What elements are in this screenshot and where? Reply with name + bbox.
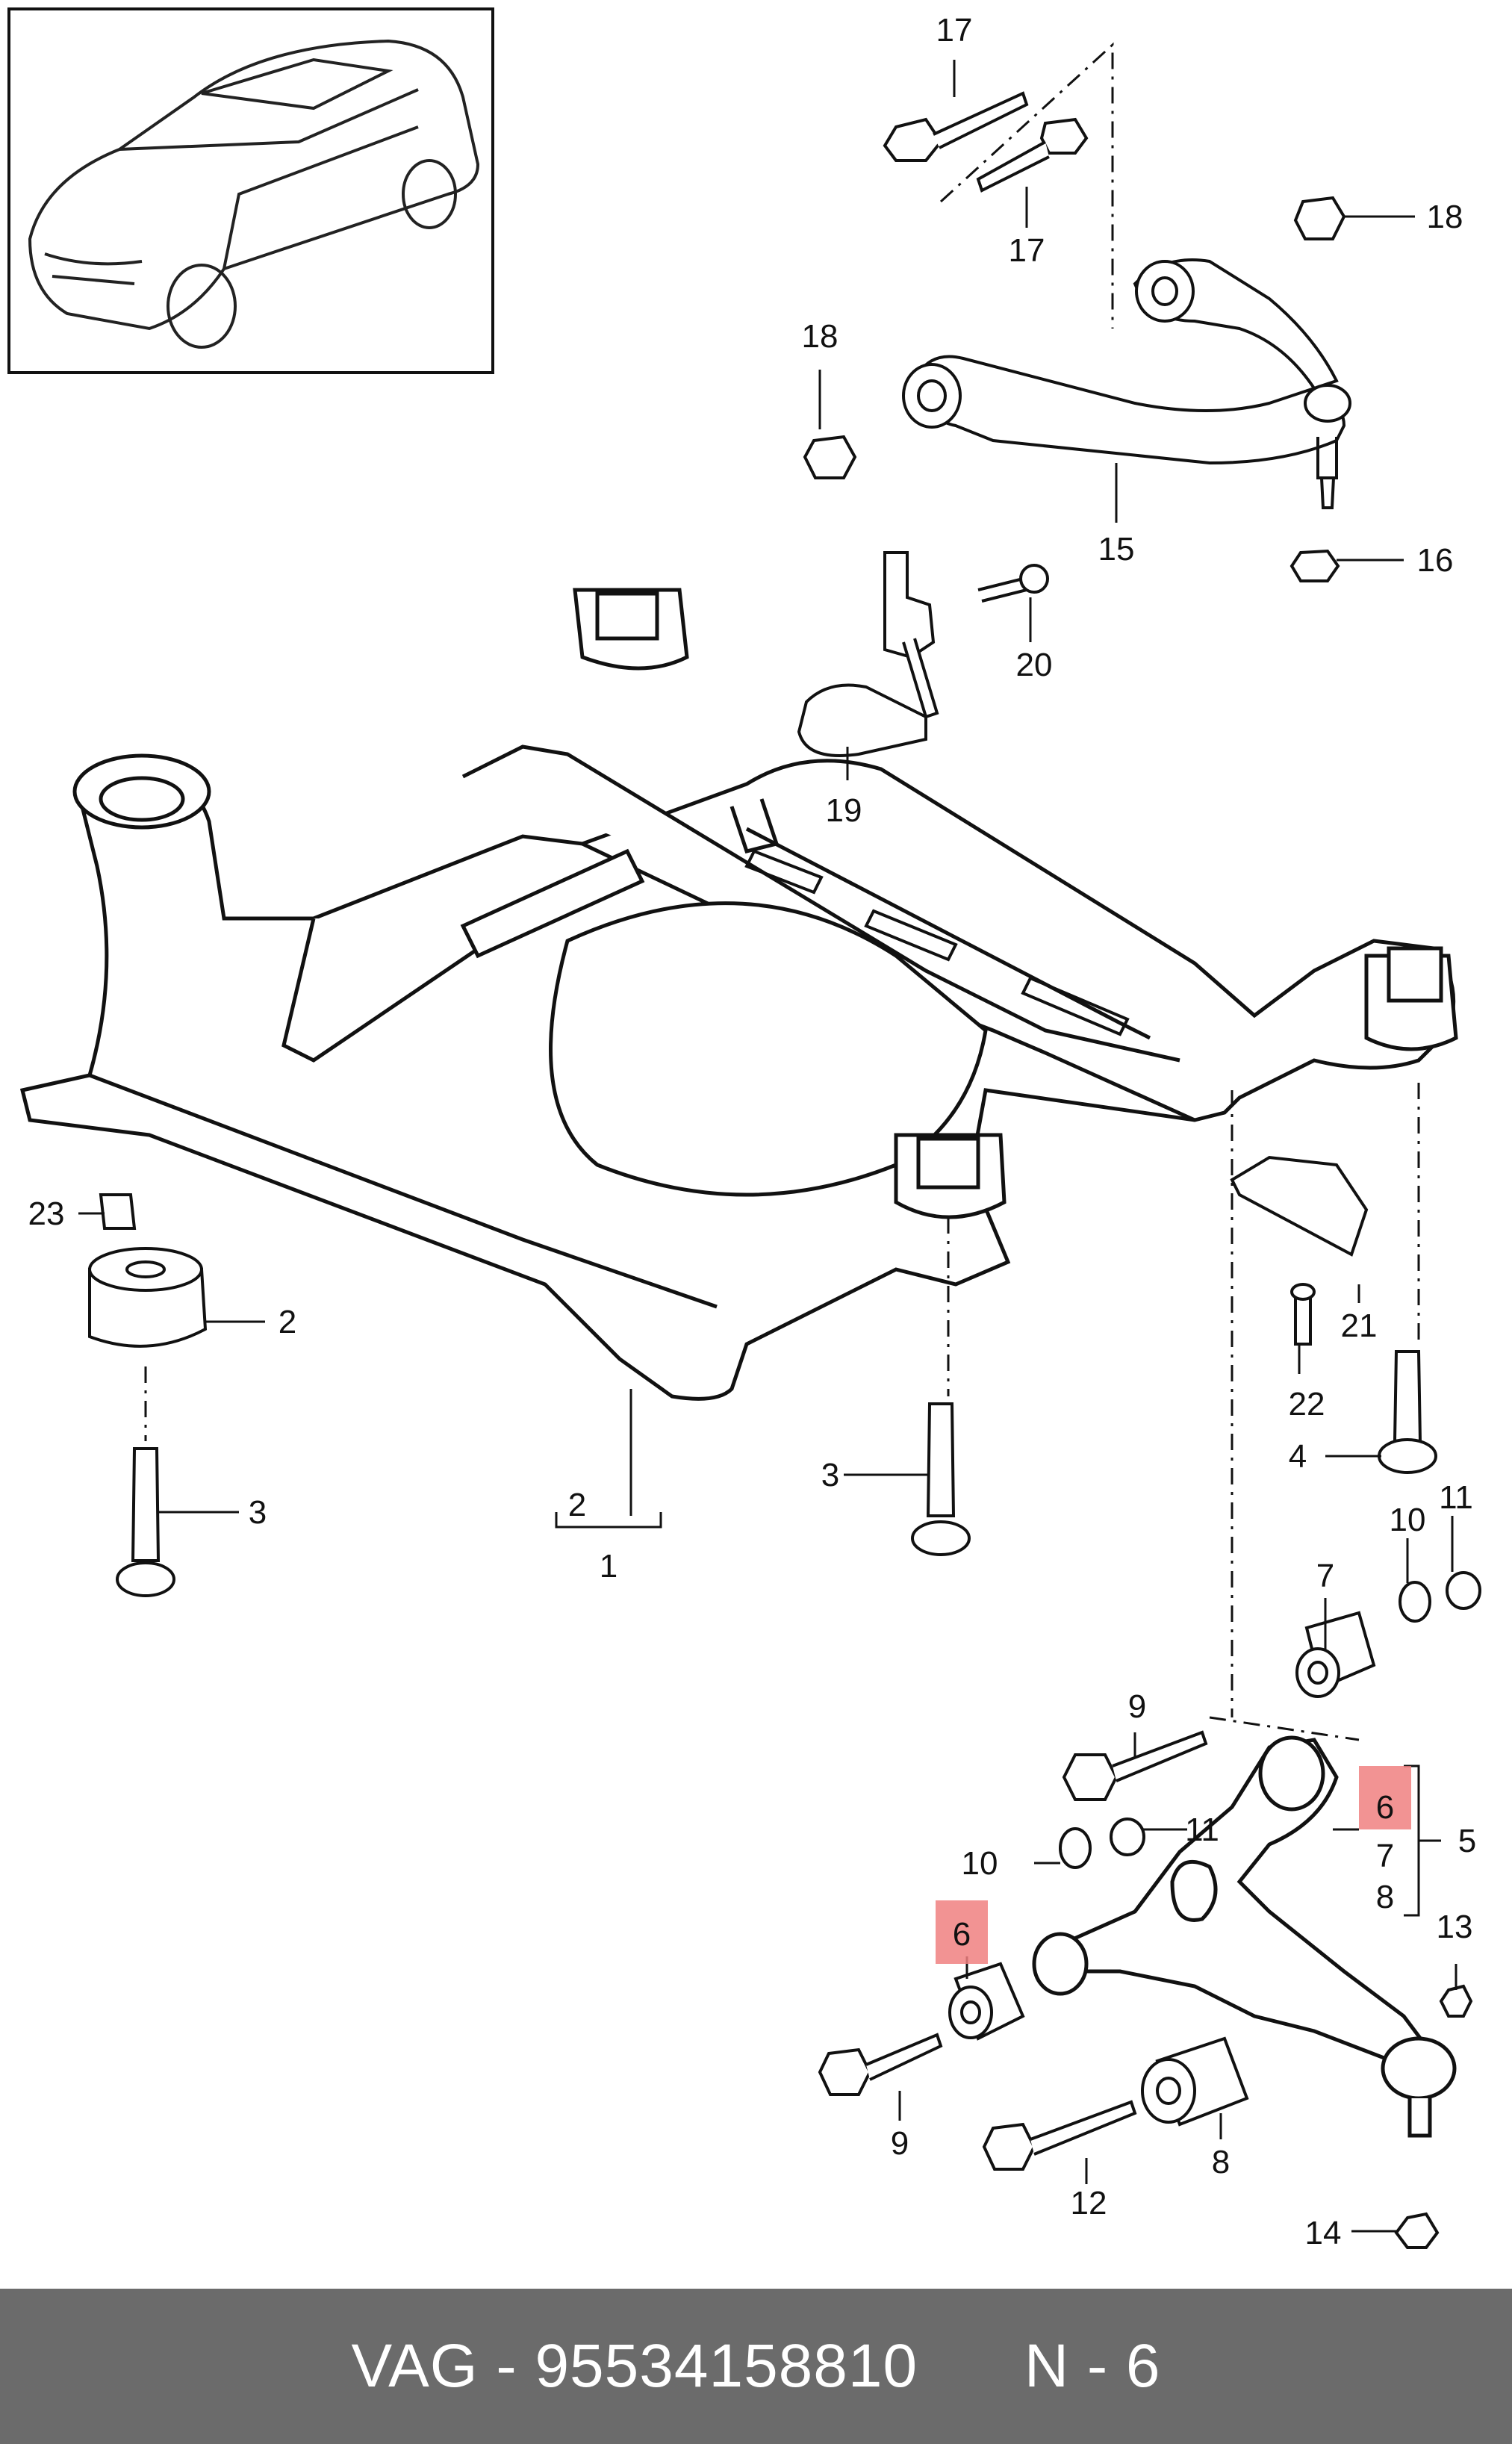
washers-10-11 xyxy=(1059,1571,1481,2249)
callout-12: 12 xyxy=(1071,2185,1107,2221)
callout-5: 5 xyxy=(1458,1823,1476,1859)
callout-18b: 18 xyxy=(802,318,839,355)
upper-control-arm xyxy=(902,258,1351,509)
callout-17b: 17 xyxy=(1009,232,1045,269)
diagram-position: N - 6 xyxy=(1024,2332,1161,2400)
callout-9b: 9 xyxy=(891,2125,909,2162)
parts-diagram: 17 17 18 18 15 16 20 19 23 2 3 2 1 3 21 … xyxy=(7,7,1481,2251)
bushing-8 xyxy=(1141,2036,1249,2127)
bolt-3-left xyxy=(116,1350,1437,1597)
bolts-9-12 xyxy=(818,1730,1208,2171)
spacer xyxy=(918,2331,1024,2401)
callout-23: 23 xyxy=(28,1195,65,1232)
callout-2a: 2 xyxy=(279,1304,296,1340)
callout-11a: 11 xyxy=(1439,1479,1473,1516)
callout-3b: 3 xyxy=(821,1457,839,1493)
callout-8a: 8 xyxy=(1376,1879,1394,1915)
callout-2b: 2 xyxy=(568,1487,586,1523)
callout-8b: 8 xyxy=(1212,2144,1230,2180)
vehicle-inset xyxy=(7,7,494,374)
callout-18a: 18 xyxy=(1427,199,1463,235)
callout-21: 21 xyxy=(1341,1307,1378,1344)
bracket-21 xyxy=(1230,1155,1369,1346)
callout-1: 1 xyxy=(600,1548,617,1585)
part-number-footer: VAG - 95534158810 N - 6 xyxy=(0,2289,1512,2444)
callout-10a: 10 xyxy=(1390,1502,1426,1538)
highlight-6-upper xyxy=(1359,1766,1411,1829)
assembly-lines xyxy=(144,42,1420,1741)
bushing-6 xyxy=(948,1962,1025,2041)
callout-9a: 9 xyxy=(1128,1688,1146,1725)
callout-15: 15 xyxy=(1098,531,1135,568)
callout-19: 19 xyxy=(826,792,862,829)
subframe xyxy=(19,744,1456,1401)
callout-6a: 6 xyxy=(1376,1789,1394,1826)
callout-7b: 7 xyxy=(1376,1838,1394,1874)
callout-16: 16 xyxy=(1417,542,1454,579)
callout-14: 14 xyxy=(1305,2215,1342,2251)
separator: - xyxy=(478,2332,535,2400)
callout-13: 13 xyxy=(1437,1909,1473,1945)
callout-22: 22 xyxy=(1289,1386,1325,1422)
lower-control-arm xyxy=(1032,1735,1457,2138)
subframe-mount-2 xyxy=(88,1193,208,1348)
callout-3a: 3 xyxy=(249,1494,267,1531)
callout-6b: 6 xyxy=(953,1916,971,1953)
subframe-slots xyxy=(744,849,1130,1036)
callout-7a: 7 xyxy=(1316,1558,1334,1594)
subframe-mount-cups xyxy=(72,588,1458,1219)
bushing-7 xyxy=(1295,1611,1376,1698)
callout-20: 20 xyxy=(1016,647,1053,683)
brand-label: VAG xyxy=(351,2332,479,2400)
height-sensor xyxy=(797,551,1049,757)
part-number: 95534158810 xyxy=(535,2332,918,2400)
highlight-6-lower xyxy=(936,1900,988,1964)
leader-lines xyxy=(78,60,1457,2233)
callout-17a: 17 xyxy=(936,12,973,49)
bolt-17-upper xyxy=(883,91,1089,193)
callout-10b: 10 xyxy=(962,1845,998,1882)
callouts: 17 17 18 18 15 16 20 19 23 2 3 2 1 3 21 … xyxy=(28,12,1477,2251)
nut-18 xyxy=(803,196,1346,582)
callout-4: 4 xyxy=(1289,1438,1307,1475)
callout-11b: 11 xyxy=(1185,1812,1219,1848)
